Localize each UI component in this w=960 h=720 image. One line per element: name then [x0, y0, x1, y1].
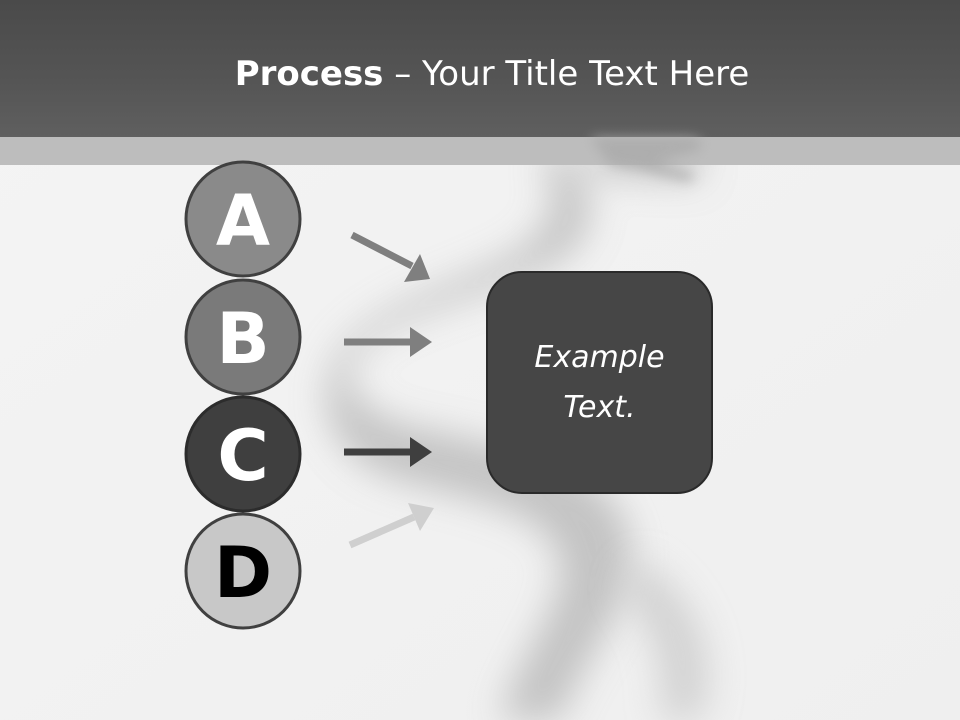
arrow-d-head	[408, 503, 434, 531]
arrow-b-head	[410, 327, 432, 357]
title-rest: – Your Title Text Here	[383, 54, 750, 94]
arrow-a	[350, 231, 430, 282]
step-c-letter: C	[217, 415, 268, 497]
step-a-letter: A	[216, 180, 270, 262]
step-d: D	[184, 512, 302, 630]
arrow-a-shaft	[350, 231, 414, 270]
step-d-letter: D	[214, 532, 272, 614]
step-b: B	[184, 278, 302, 396]
arrow-d-shaft	[348, 513, 416, 549]
arrow-c-head	[410, 437, 432, 467]
step-c: C	[184, 395, 302, 513]
arrow-d	[348, 503, 434, 549]
header-band	[0, 0, 960, 137]
header-sub-band	[0, 137, 960, 165]
arrow-b	[344, 327, 432, 357]
arrow-a-head	[404, 254, 430, 282]
step-b-letter: B	[216, 298, 269, 380]
step-b-circle	[184, 278, 302, 396]
arrow-c	[344, 437, 432, 467]
result-text: Example Text.	[534, 339, 665, 425]
title-bold: Process	[234, 54, 384, 94]
result-box: Example Text.	[486, 271, 713, 494]
step-c-circle	[184, 395, 302, 513]
step-d-circle	[184, 512, 302, 630]
step-a: A	[184, 160, 302, 278]
slide-title: Process – Your Title Text Here	[0, 52, 960, 96]
step-a-circle	[184, 160, 302, 278]
